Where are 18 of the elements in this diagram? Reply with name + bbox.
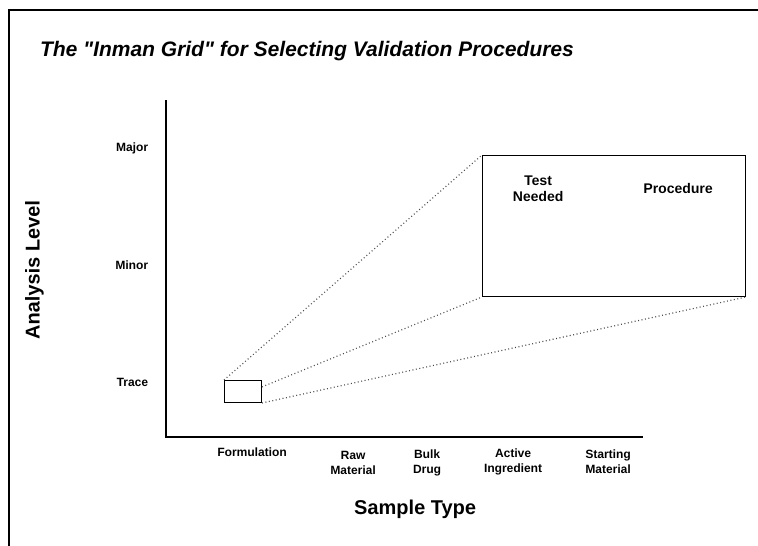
axis-tick-label: Trace [116,375,148,390]
zoom-line [262,296,482,388]
axis-title: Analysis Level [22,200,46,340]
magnified-panel [482,155,746,297]
axis-tick-label: Starting Material [584,447,632,477]
axis-tick-label: Bulk Drug [412,447,442,477]
axis-title: Sample Type [353,497,477,520]
axis-tick-label: Formulation [216,445,288,460]
axis-tick-label: Major [114,140,148,155]
column-heading: Test Needed [512,172,564,204]
grid-cell-box [224,380,262,403]
axis-tick-label: Minor [114,258,148,273]
column-heading: Procedure [642,180,714,196]
axis-tick-label: Raw Material [329,448,377,478]
zoom-line [224,154,482,380]
zoom-line [262,296,746,404]
axis-tick-label: Active Ingredient [482,446,543,476]
diagram-title: The "Inman Grid" for Selecting Validation Procedures [40,38,574,62]
